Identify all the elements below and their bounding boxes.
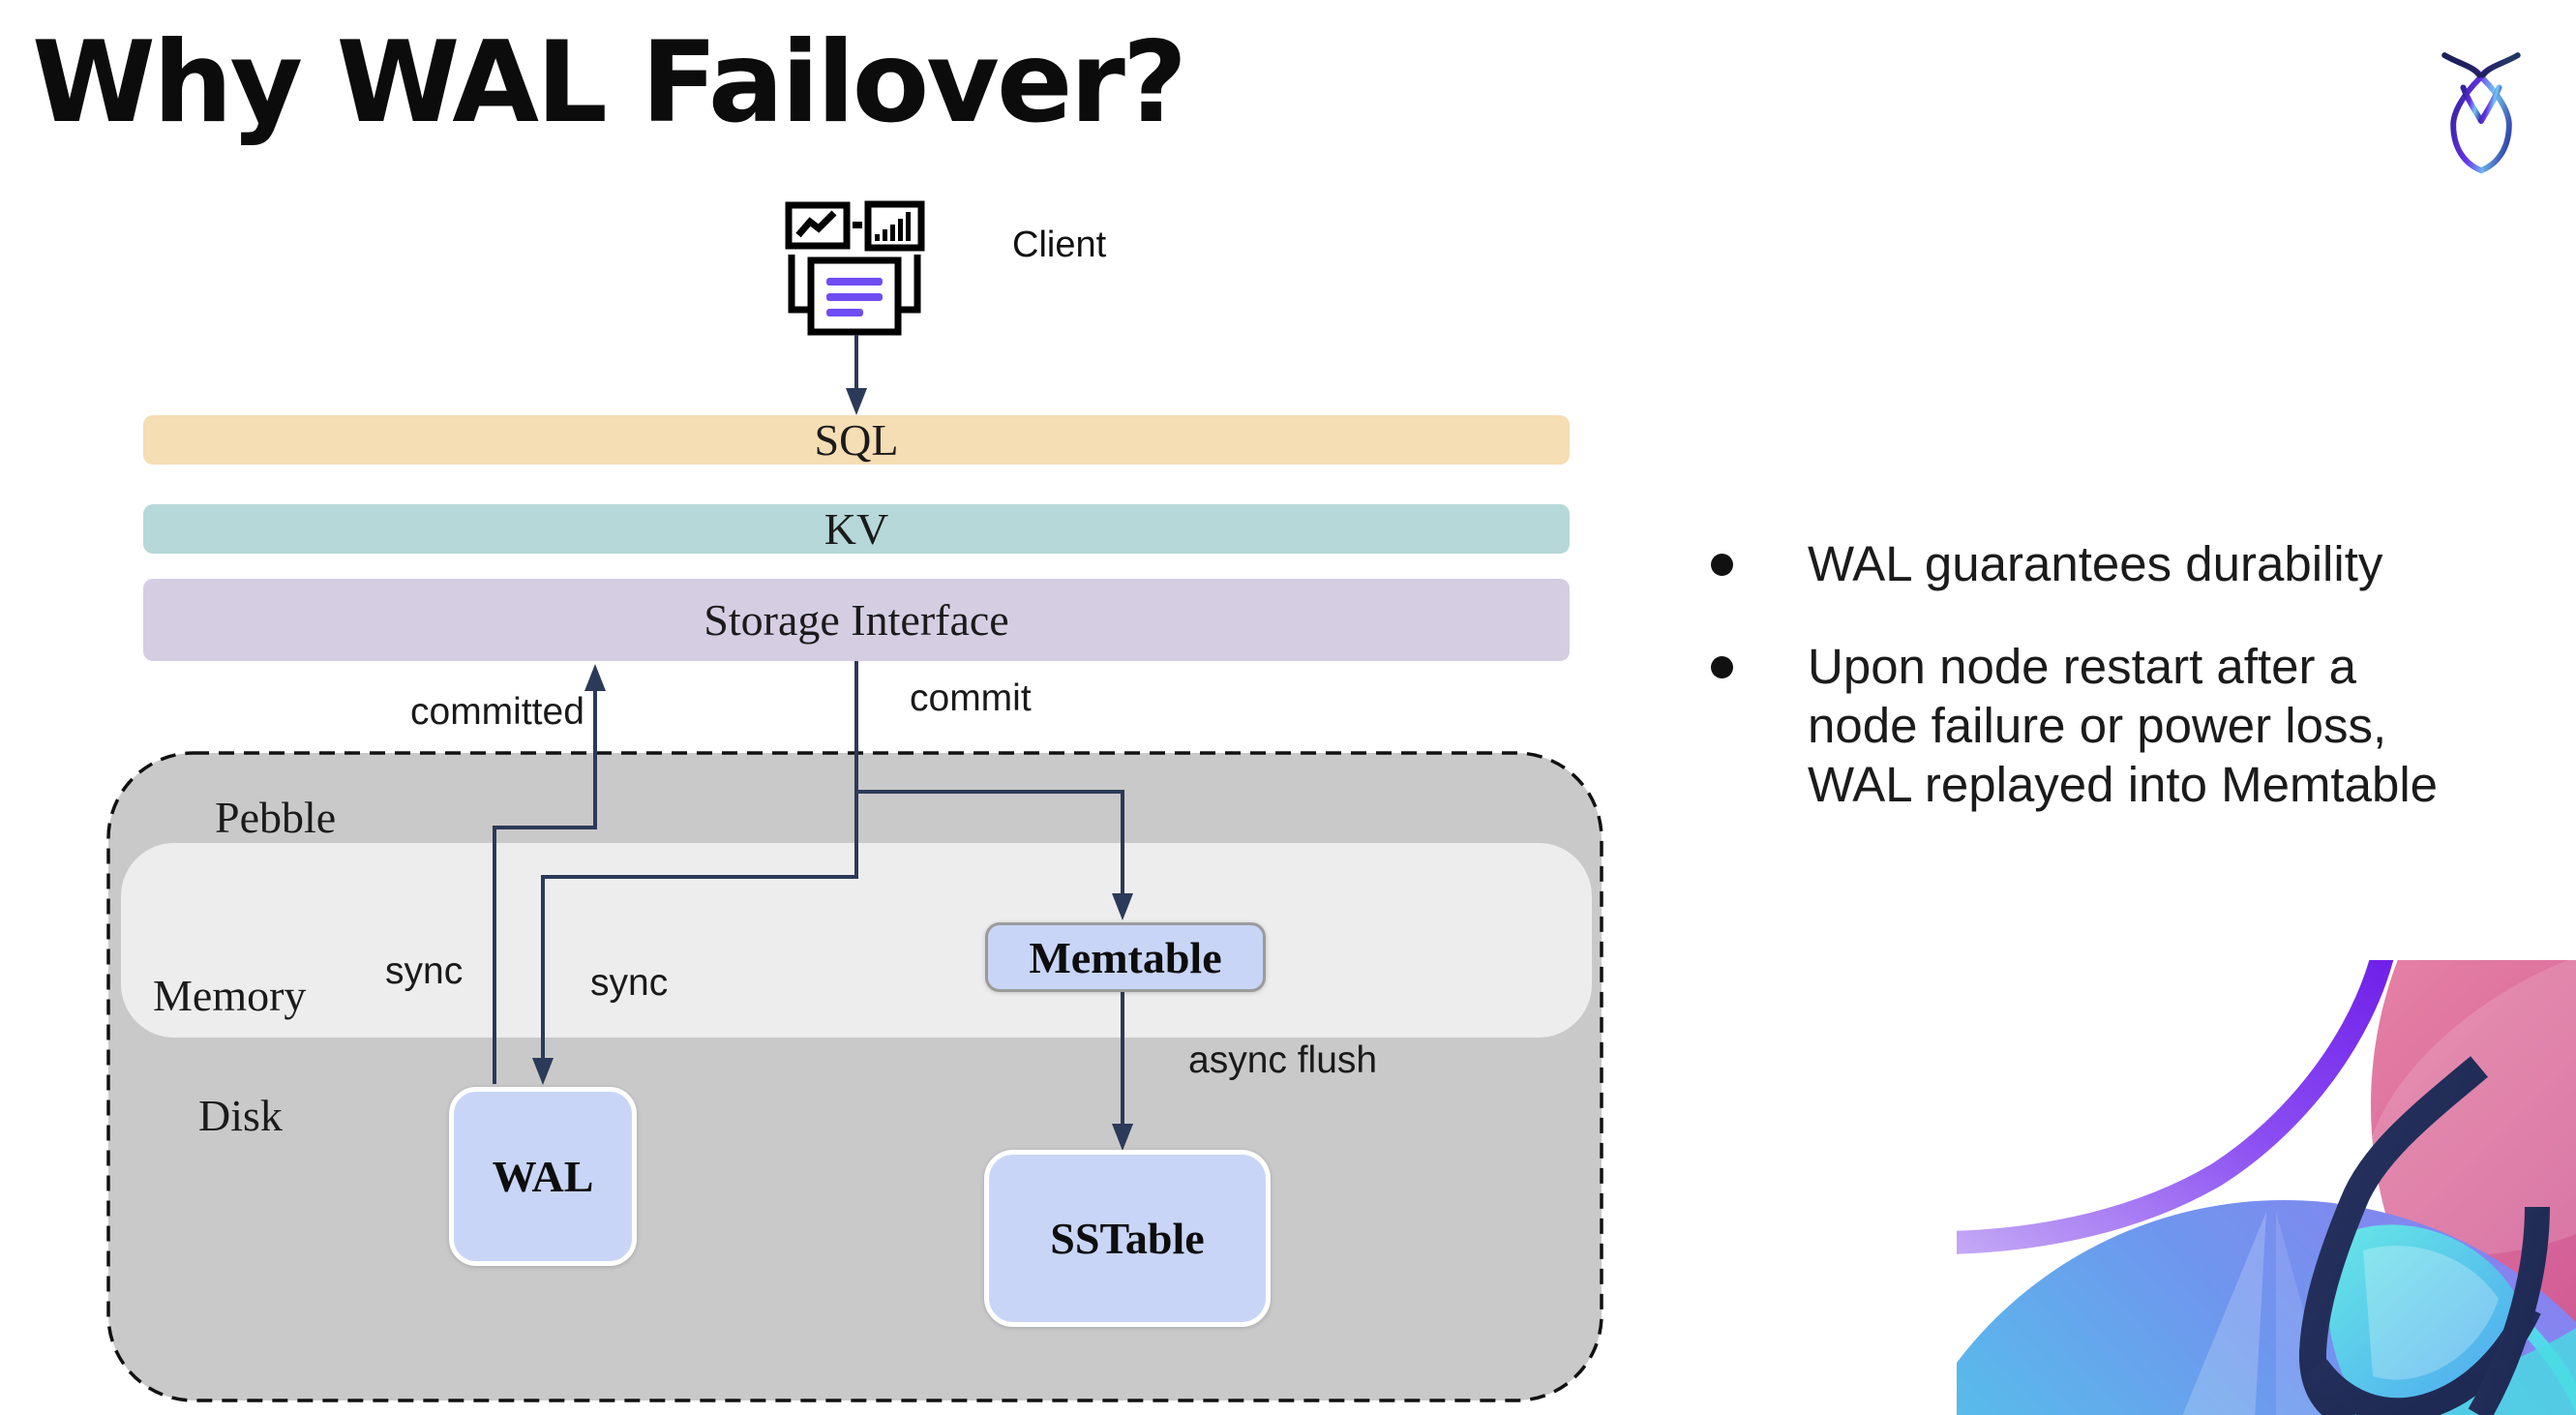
sync-left-edge-label: sync xyxy=(385,950,464,992)
list-item: Upon node restart after a node failure o… xyxy=(1711,637,2543,814)
pebble-label: Pebble xyxy=(215,793,337,842)
committed-edge-label: committed xyxy=(410,691,584,733)
sql-label: SQL xyxy=(814,415,899,465)
client-label: Client xyxy=(1012,225,1107,265)
line-chart-icon xyxy=(785,201,851,250)
bullet-dot-icon xyxy=(1711,656,1733,678)
kv-label: KV xyxy=(824,504,889,554)
memtable-label: Memtable xyxy=(1029,932,1222,982)
sstable-label: SSTable xyxy=(1050,1214,1205,1263)
client-terminals-icon xyxy=(785,200,925,336)
memory-band xyxy=(121,843,1592,1038)
wal-label: WAL xyxy=(492,1152,594,1201)
cockroachdb-logo-icon xyxy=(2441,52,2521,174)
memtable-node: Memtable xyxy=(985,922,1266,992)
bullet-dot-icon xyxy=(1711,554,1733,576)
commit-edge-label: commit xyxy=(910,677,1032,719)
wal-node: WAL xyxy=(449,1087,637,1266)
bullet-text: Upon node restart after a node failure o… xyxy=(1808,639,2439,812)
sync-right-edge-label: sync xyxy=(590,962,669,1004)
list-item: WAL guarantees durability xyxy=(1711,534,2543,593)
dash-connector xyxy=(853,222,862,228)
memory-label: Memory xyxy=(153,971,307,1020)
arrowhead-up-storage xyxy=(584,664,606,691)
layer-bar-kv: KV xyxy=(143,504,1570,554)
layer-bar-storage-interface: Storage Interface xyxy=(143,579,1570,661)
arrowhead-down-sql xyxy=(846,388,867,415)
bullet-text: WAL guarantees durability xyxy=(1808,536,2383,591)
sstable-node: SSTable xyxy=(984,1150,1271,1327)
bullet-list: WAL guarantees durability Upon node rest… xyxy=(1711,534,2543,858)
layer-bar-sql: SQL xyxy=(143,415,1570,465)
storage-interface-label: Storage Interface xyxy=(704,595,1009,645)
disk-label: Disk xyxy=(198,1091,283,1140)
brand-gradient-artwork xyxy=(1957,960,2576,1415)
page-title: Why WAL Failover? xyxy=(32,17,1187,148)
async-flush-edge-label: async flush xyxy=(1188,1039,1378,1081)
